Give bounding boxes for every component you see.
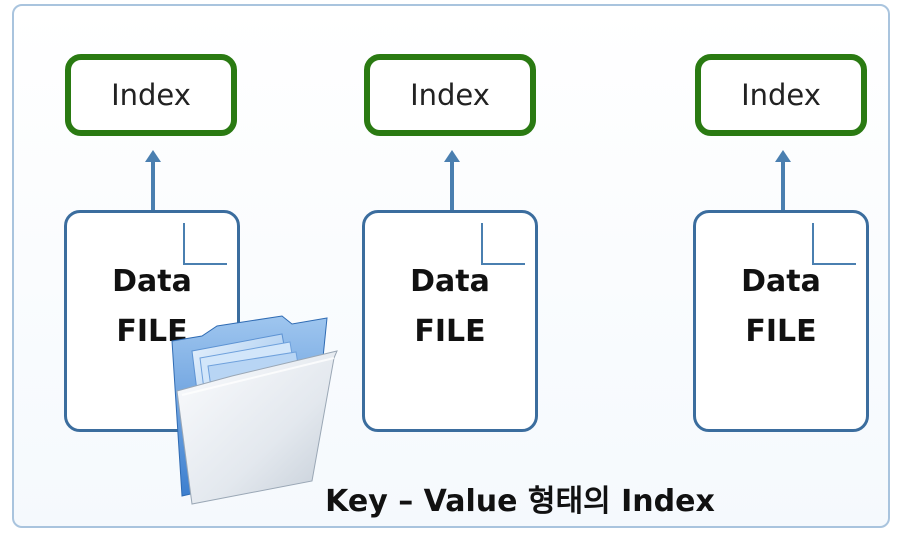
arrow-head-2 (444, 150, 460, 162)
file-label-2-line1: Data (410, 264, 490, 299)
arrow-line-1 (151, 160, 155, 210)
page-fold-3 (812, 223, 856, 265)
caption: Key – Value 형태의 Index (325, 484, 715, 519)
data-file-box-3: Data FILE (693, 210, 869, 432)
index-box-2: Index (364, 54, 536, 136)
index-box-1: Index (65, 54, 237, 136)
file-label-3-line1: Data (741, 264, 821, 299)
arrow-line-3 (781, 160, 785, 210)
index-label-1: Index (111, 78, 191, 112)
file-label-1-line1: Data (112, 264, 192, 299)
index-label-3: Index (741, 78, 821, 112)
file-label-2-line2: FILE (414, 314, 486, 349)
arrow-head-3 (775, 150, 791, 162)
file-label-3-line2: FILE (745, 314, 817, 349)
arrow-head-1 (145, 150, 161, 162)
arrow-line-2 (450, 160, 454, 210)
folder-icon (171, 315, 338, 505)
index-label-2: Index (410, 78, 490, 112)
data-file-box-2: Data FILE (362, 210, 538, 432)
index-box-3: Index (695, 54, 867, 136)
page-fold-1 (183, 223, 227, 265)
page-fold-2 (481, 223, 525, 265)
